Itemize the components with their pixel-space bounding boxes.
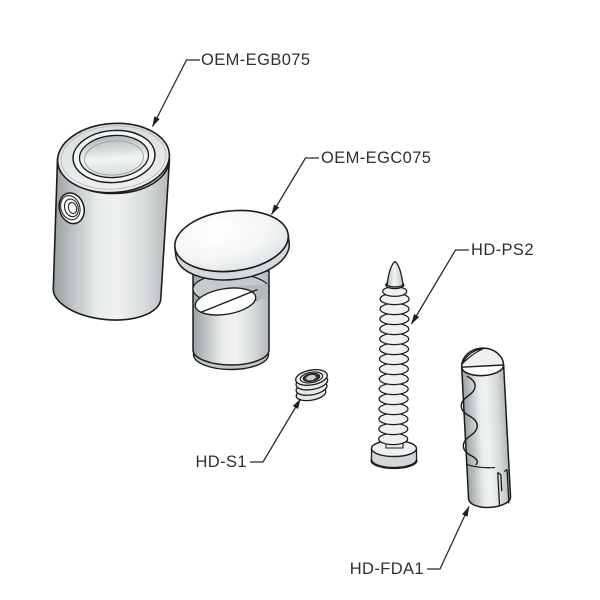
callout-label-hd-ps2: HD-PS2: [471, 241, 534, 259]
barrel-side-threaded-hole: [58, 192, 86, 225]
part-set-screw: [295, 369, 329, 402]
leader-oem-egc075: [270, 157, 319, 215]
leader-lines: [151, 59, 470, 570]
callout-label-oem-egb075: OEM-EGB075: [201, 51, 311, 69]
callout-label-hd-fda1: HD-FDA1: [349, 560, 424, 578]
set-screw-socket-highlight: [305, 374, 317, 381]
cap-disc-top-face: [174, 209, 290, 273]
leader-hd-fda1: [427, 506, 470, 570]
screw-thread-rings: [378, 280, 410, 446]
leader-hd-s1: [250, 398, 302, 463]
cap-disc: [174, 209, 290, 281]
callout-label-hd-s1: HD-S1: [195, 453, 247, 471]
anchor-wavy-ridge: [460, 375, 478, 466]
screw-tip-cone: [386, 260, 404, 288]
leader-hd-ps2: [410, 249, 469, 325]
barrel-bore: [78, 134, 150, 179]
part-cap: [174, 209, 290, 371]
part-pan-head-screw: [370, 260, 418, 470]
barrel-chamfer-line: [60, 125, 167, 190]
anchor-expansion-slot: [497, 468, 510, 506]
cap-stem-cut-edge: [200, 288, 258, 314]
barrel-bore-inner-line: [84, 140, 144, 176]
anchor-collar-line: [466, 463, 496, 469]
part-standoff-barrel: [52, 122, 171, 321]
part-wall-anchor: [460, 347, 512, 509]
anchor-dome-notch: [461, 347, 485, 365]
callout-label-oem-egc075: OEM-EGC075: [321, 149, 432, 167]
anchor-rim-line: [461, 364, 505, 377]
leader-oem-egb075: [151, 59, 200, 127]
